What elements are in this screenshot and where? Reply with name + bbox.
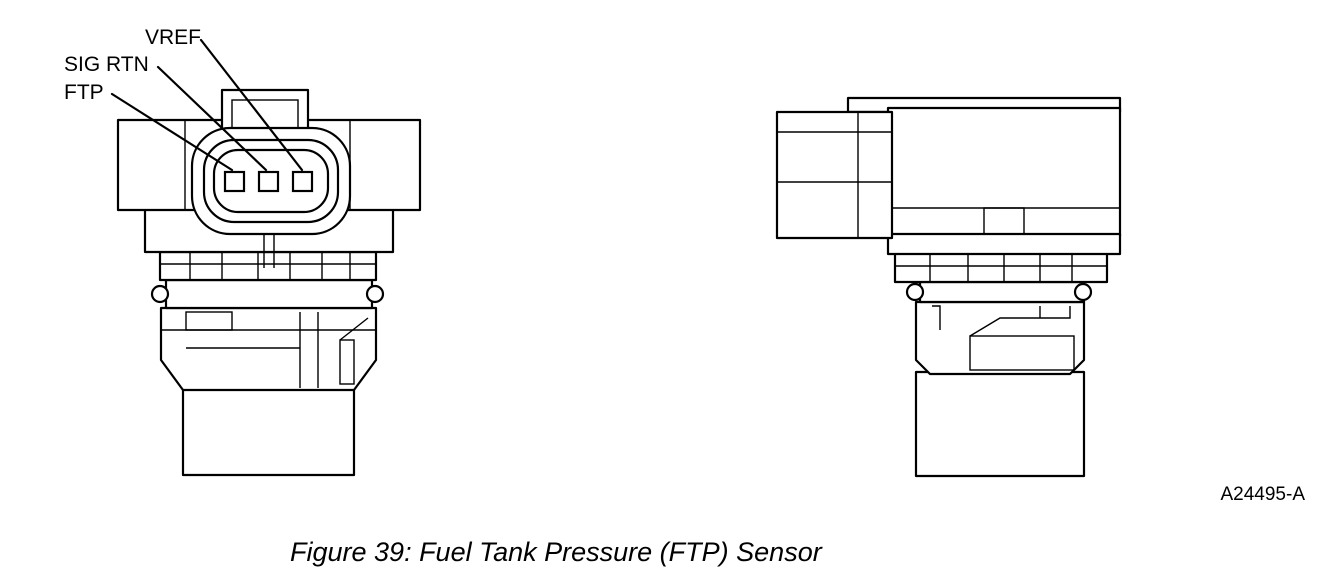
- pin-ftp: [223, 170, 246, 193]
- front-view-sensor: [116, 88, 422, 477]
- side-view-sensor: [775, 96, 1122, 478]
- label-sig-rtn: SIG RTN: [64, 53, 149, 76]
- leader-sig-rtn: [156, 65, 268, 172]
- o-ring-left-side: [905, 282, 925, 302]
- o-ring-right-front: [365, 284, 385, 304]
- o-ring-right-side: [1073, 282, 1093, 302]
- o-ring-left-front: [150, 284, 170, 304]
- reference-code: A24495-A: [1220, 484, 1305, 505]
- pin-vref: [291, 170, 314, 193]
- figure-caption: Figure 39: Fuel Tank Pressure (FTP) Sens…: [290, 537, 823, 567]
- label-vref: VREF: [145, 26, 201, 49]
- pin-leader-lines: [110, 38, 304, 172]
- pin-sig-rtn: [257, 170, 280, 193]
- label-ftp: FTP: [64, 81, 104, 104]
- side-connector: [775, 110, 894, 240]
- leader-vref: [199, 38, 304, 172]
- leader-ftp: [110, 92, 234, 172]
